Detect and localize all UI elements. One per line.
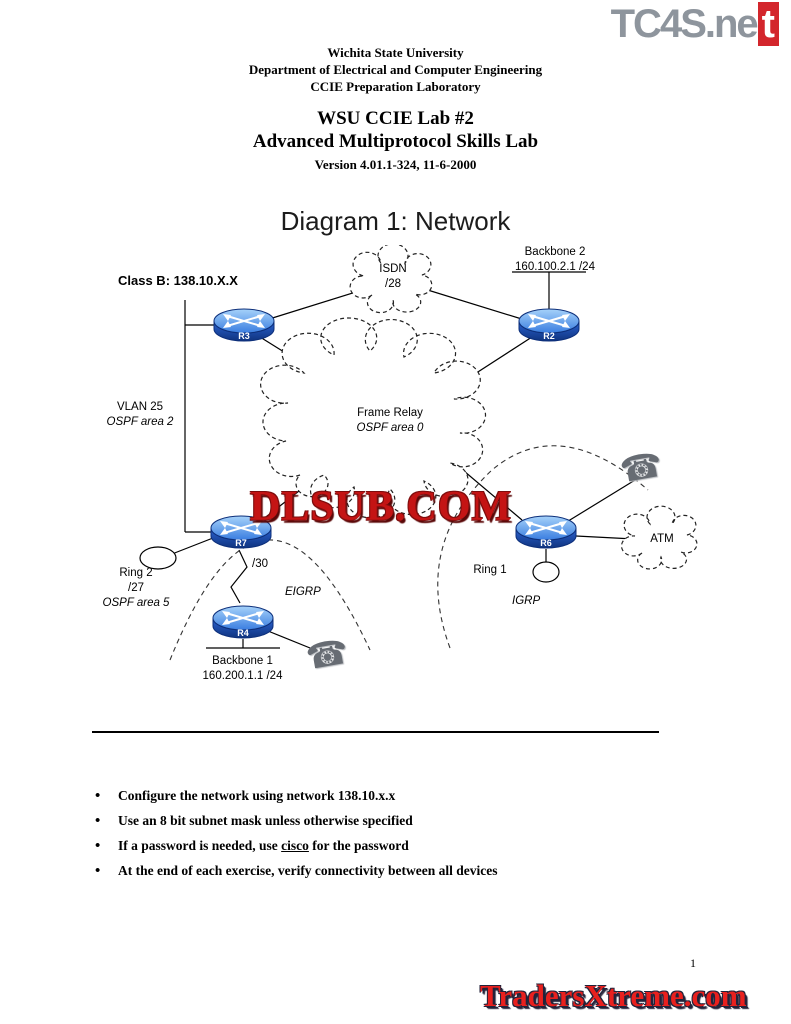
instruction-text: Use an 8 bit subnet mask unless otherwis… bbox=[118, 813, 413, 828]
router-r3: R3 bbox=[213, 308, 275, 342]
network-diagram: Class B: 138.10.X.X ISDN /28 Backbone 2 … bbox=[0, 245, 791, 715]
version-line: Version 4.01.1-324, 11-6-2000 bbox=[314, 157, 477, 172]
vlan-area: OSPF area 2 bbox=[106, 416, 174, 428]
bullet-icon: • bbox=[95, 788, 101, 804]
ring1-label: Ring 1 bbox=[473, 564, 507, 576]
phone-icon: ☎ bbox=[616, 444, 666, 492]
router-r7: R7 bbox=[210, 515, 272, 549]
bullet-icon: • bbox=[95, 863, 101, 879]
isdn-name: ISDN bbox=[379, 263, 407, 275]
router-icon bbox=[210, 515, 272, 549]
token-rings bbox=[139, 546, 560, 583]
link-r6-phone bbox=[564, 476, 641, 524]
router-r3-label: R3 bbox=[238, 331, 250, 341]
ring2-label: Ring 2 /27 OSPF area 5 bbox=[95, 566, 177, 611]
clouds bbox=[260, 245, 698, 570]
dlsub-watermark: DLSUB.COM bbox=[250, 484, 513, 530]
backbone2-label: Backbone 2 160.100.2.1 /24 bbox=[495, 245, 615, 275]
frame-relay-name: Frame Relay bbox=[357, 407, 423, 419]
bullet-icon: • bbox=[95, 838, 101, 854]
backbone1-label: Backbone 1 160.200.1.1 /24 bbox=[195, 654, 290, 684]
lab-title-line1: WSU CCIE Lab #2 bbox=[317, 108, 474, 129]
eigrp-label: EIGRP bbox=[285, 586, 321, 598]
ring2-name: Ring 2 bbox=[119, 567, 153, 579]
backbone1-ip: 160.200.1.1 /24 bbox=[202, 670, 283, 682]
list-item: • If a password is needed, use cisco for … bbox=[95, 838, 498, 855]
link-r7-ring2 bbox=[171, 537, 214, 555]
instruction-text-post: for the password bbox=[308, 838, 409, 853]
vlan-name: VLAN 25 bbox=[116, 401, 164, 413]
header-university: Wichita State University bbox=[327, 45, 464, 60]
instruction-text: Configure the network using network 138.… bbox=[118, 788, 396, 803]
instruction-text-pre: If a password is needed, use bbox=[118, 838, 282, 853]
isdn-cloud bbox=[349, 245, 433, 314]
router-r2-label: R2 bbox=[543, 331, 555, 341]
ring2-mask: /27 bbox=[128, 582, 144, 594]
ring1-ellipse bbox=[532, 561, 560, 583]
router-r6: R6 bbox=[515, 515, 577, 549]
instruction-text: If a password is needed, use cisco for t… bbox=[118, 838, 409, 853]
router-icon bbox=[212, 605, 274, 639]
link-r4-phone bbox=[267, 630, 316, 651]
tc4s-watermark-text: TC4S.ne bbox=[610, 2, 759, 46]
router-icon bbox=[213, 308, 275, 342]
router-r7-label: R7 bbox=[235, 538, 247, 548]
backbone1-name: Backbone 1 bbox=[212, 655, 273, 667]
backbone2-ip: 160.100.2.1 /24 bbox=[515, 261, 595, 273]
lab-title-line2: Advanced Multiprotocol Skills Lab bbox=[252, 131, 539, 152]
router-r2: R2 bbox=[518, 308, 580, 342]
router-r4: R4 bbox=[212, 605, 274, 639]
tc4s-watermark-accent: t bbox=[757, 2, 779, 46]
tradersxtreme-watermark: TradersXtreme.com bbox=[480, 978, 747, 1013]
section-divider bbox=[92, 731, 659, 733]
router-r6-label: R6 bbox=[540, 538, 552, 548]
router-r4-label: R4 bbox=[237, 628, 249, 638]
igrp-label: IGRP bbox=[512, 595, 541, 607]
bullet-icon: • bbox=[95, 813, 101, 829]
atm-cloud bbox=[620, 505, 698, 570]
isdn-cloud-label: ISDN /28 bbox=[351, 262, 435, 292]
instructions-list: • Configure the network using network 138… bbox=[95, 788, 498, 888]
phone-icon: ☎ bbox=[302, 631, 352, 679]
diagram-title: Diagram 1: Network bbox=[280, 206, 511, 236]
backbone2-name: Backbone 2 bbox=[524, 246, 586, 258]
document-header: Wichita State University Department of E… bbox=[0, 44, 791, 173]
list-item: • At the end of each exercise, verify con… bbox=[95, 863, 498, 880]
class-b-label: Class B: 138.10.X.X bbox=[118, 273, 238, 288]
link-r6-atm bbox=[575, 535, 635, 540]
serial-link-r7-r4 bbox=[230, 549, 248, 604]
frame-relay-area: OSPF area 0 bbox=[356, 422, 424, 434]
ring2-ellipse bbox=[139, 546, 177, 570]
ring2-area: OSPF area 5 bbox=[102, 597, 170, 609]
vlan-label: VLAN 25 OSPF area 2 bbox=[100, 400, 180, 430]
router-icon bbox=[518, 308, 580, 342]
frame-relay-cloud bbox=[260, 317, 487, 519]
link30-label: /30 bbox=[252, 558, 268, 570]
list-item: • Use an 8 bit subnet mask unless otherwi… bbox=[95, 813, 498, 830]
router-icon bbox=[515, 515, 577, 549]
frame-relay-label: Frame Relay OSPF area 0 bbox=[330, 406, 450, 436]
instruction-text: At the end of each exercise, verify conn… bbox=[118, 863, 498, 878]
diagram-canvas bbox=[139, 245, 698, 661]
list-item: • Configure the network using network 138… bbox=[95, 788, 498, 805]
atm-label: ATM bbox=[650, 533, 674, 545]
password-word: cisco bbox=[281, 838, 309, 853]
page-number: 1 bbox=[690, 956, 696, 970]
isdn-mask: /28 bbox=[385, 278, 401, 290]
header-department: Department of Electrical and Computer En… bbox=[248, 62, 543, 77]
header-lab: CCIE Preparation Laboratory bbox=[310, 79, 481, 94]
